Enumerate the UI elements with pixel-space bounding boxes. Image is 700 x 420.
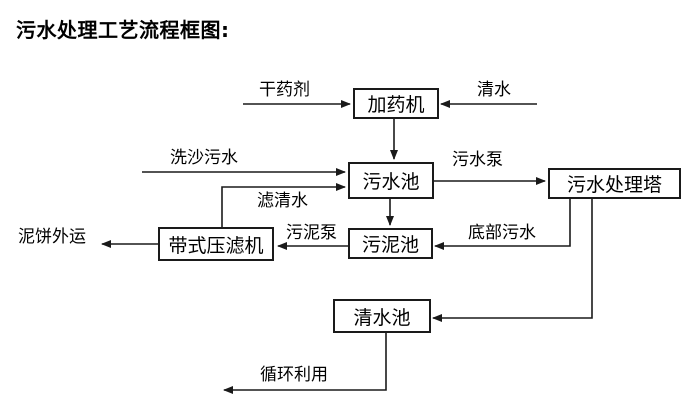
arrow-tower-to-clean-water-pool [432, 198, 593, 322]
flow-label-sand-washing-sewage: 洗沙污水 [170, 148, 238, 167]
flow-label-recycling: 循环利用 [260, 365, 328, 384]
diagram-title: 污水处理工艺流程框图: [16, 18, 230, 42]
flow-label-sludge-pump: 污泥泵 [286, 223, 337, 242]
node-treatment-tower: 污水处理塔 [548, 168, 681, 199]
arrow-clean-water-pool-to-recycling [223, 332, 387, 394]
flow-label-clean-water: 清水 [477, 80, 511, 99]
flow-label-sewage-pump: 污水泵 [452, 150, 503, 169]
node-dosing-machine: 加药机 [353, 88, 439, 119]
node-sewage-pool: 污水池 [348, 162, 434, 199]
flow-label-filtered-water: 滤清水 [257, 191, 308, 210]
flow-label-mud-cake-transport: 泥饼外运 [18, 227, 86, 246]
arrow-bottom-sewage-to-sludge-pool [434, 198, 571, 250]
flow-label-dry-chemical: 干药剂 [259, 80, 310, 99]
node-clean-water-pool: 清水池 [333, 299, 431, 333]
node-sludge-pool: 污泥池 [348, 228, 433, 259]
flow-label-bottom-sewage: 底部污水 [468, 223, 536, 242]
arrow-filtered-water-to-sewage-pool [221, 183, 346, 227]
node-belt-filter-press: 带式压滤机 [158, 227, 274, 261]
